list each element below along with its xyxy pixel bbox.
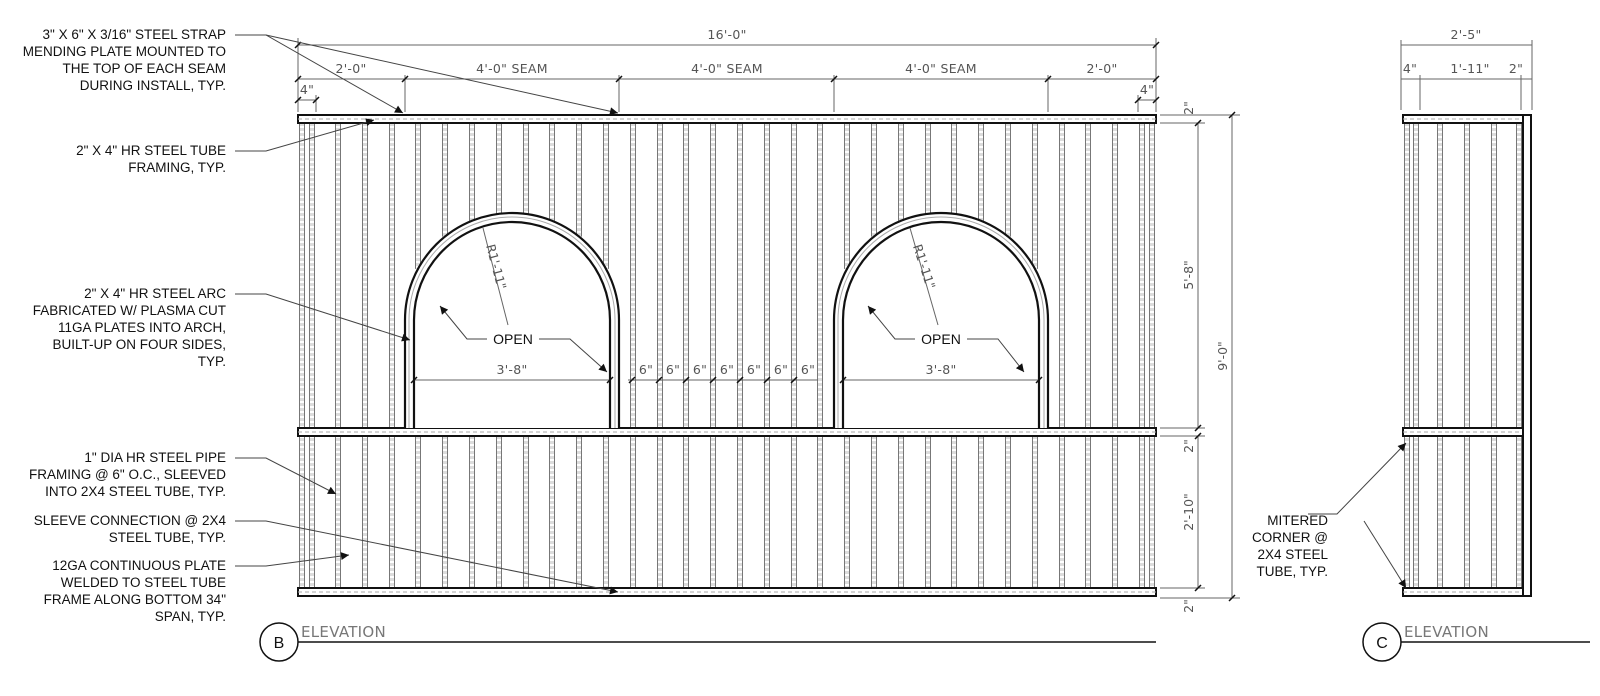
elevation-c-tag: C	[1376, 635, 1388, 652]
elevation-c-title-text: ELEVATION	[1404, 623, 1489, 641]
svg-text:11GA PLATES INTO ARCH,: 11GA PLATES INTO ARCH,	[58, 320, 226, 335]
svg-text:THE TOP OF EACH SEAM: THE TOP OF EACH SEAM	[62, 61, 226, 76]
dim-top-tube: 2"	[1181, 101, 1196, 115]
svg-text:FRAMING @ 6" O.C., SLEEVED: FRAMING @ 6" O.C., SLEEVED	[29, 467, 226, 482]
arch-right-width: 3'-8"	[925, 362, 956, 377]
svg-text:6": 6"	[774, 362, 788, 377]
callout-mitered-corner: MITERED CORNER @ 2X4 STEEL TUBE, TYP.	[1252, 442, 1407, 589]
elevation-c-frame	[1402, 114, 1532, 597]
callout-steel-tube-framing: 2" X 4" HR STEEL TUBE FRAMING, TYP.	[76, 118, 375, 175]
dim-segment-3: 4'-0" SEAM	[691, 61, 763, 76]
elevation-b-title: B ELEVATION	[259, 622, 1156, 662]
svg-text:FRAMING, TYP.: FRAMING, TYP.	[128, 160, 226, 175]
arch-left-open-label: OPEN	[493, 331, 533, 347]
dim-mid-tube: 2"	[1181, 439, 1196, 453]
elevation-c-dimensions	[1400, 40, 1533, 110]
svg-text:FRAME ALONG BOTTOM 34": FRAME ALONG BOTTOM 34"	[44, 592, 227, 607]
dim-segment-5: 2'-0"	[1086, 61, 1117, 76]
svg-text:TUBE, TYP.: TUBE, TYP.	[1256, 564, 1328, 579]
dim-end-offset-left: 4"	[300, 82, 314, 97]
callout-steel-pipe: 1" DIA HR STEEL PIPE FRAMING @ 6" O.C., …	[29, 450, 337, 499]
dim-segment-4: 4'-0" SEAM	[905, 61, 977, 76]
svg-text:6": 6"	[801, 362, 815, 377]
svg-text:SPAN, TYP.: SPAN, TYP.	[155, 609, 226, 624]
svg-text:WELDED TO STEEL TUBE: WELDED TO STEEL TUBE	[61, 575, 226, 590]
elevation-c-dim-3: 2"	[1509, 61, 1523, 76]
steel-pipe-framing	[299, 123, 1155, 588]
elevation-c-title: C ELEVATION	[1362, 622, 1590, 662]
svg-text:FABRICATED W/ PLASMA CUT: FABRICATED W/ PLASMA CUT	[33, 303, 226, 318]
svg-text:MENDING PLATE MOUNTED TO: MENDING PLATE MOUNTED TO	[23, 44, 226, 59]
pipe-spacing-dims: 6" 6" 6" 6" 6" 6" 6"	[639, 362, 815, 377]
svg-text:2" X 4" HR STEEL ARC: 2" X 4" HR STEEL ARC	[84, 286, 226, 301]
arch-left	[403, 211, 621, 428]
svg-text:6": 6"	[666, 362, 680, 377]
callout-continuous-plate: 12GA CONTINUOUS PLATE WELDED TO STEEL TU…	[44, 552, 350, 624]
elevation-b-title-text: ELEVATION	[301, 623, 386, 641]
elevation-c-overall-width: 2'-5"	[1450, 27, 1481, 42]
arch-right	[832, 211, 1050, 428]
open-leaders	[439, 305, 1025, 373]
elevation-c-pipes	[1404, 123, 1522, 588]
elevation-b-dimensions	[294, 38, 1240, 602]
dim-end-offset-right: 4"	[1140, 82, 1154, 97]
dim-segment-1: 2'-0"	[335, 61, 366, 76]
svg-text:6": 6"	[747, 362, 761, 377]
elevation-b-tag: B	[274, 635, 285, 652]
callout-mending-plate: 3" X 6" X 3/16" STEEL STRAP MENDING PLAT…	[23, 27, 619, 116]
dim-upper-panel: 5'-8"	[1181, 260, 1196, 290]
elevation-c-dim-1: 4"	[1403, 61, 1417, 76]
callout-sleeve-connection: SLEEVE CONNECTION @ 2X4 STEEL TUBE, TYP.	[34, 513, 619, 595]
svg-text:STEEL TUBE, TYP.: STEEL TUBE, TYP.	[109, 530, 226, 545]
callout-steel-arc: 2" X 4" HR STEEL ARC FABRICATED W/ PLASM…	[33, 286, 411, 369]
svg-text:1" DIA HR STEEL PIPE: 1" DIA HR STEEL PIPE	[84, 450, 226, 465]
dim-segment-2: 4'-0" SEAM	[476, 61, 548, 76]
svg-text:12GA CONTINUOUS PLATE: 12GA CONTINUOUS PLATE	[52, 558, 226, 573]
svg-text:BUILT-UP ON FOUR SIDES,: BUILT-UP ON FOUR SIDES,	[52, 337, 226, 352]
svg-text:TYP.: TYP.	[198, 354, 226, 369]
dim-lower-panel: 2'-10"	[1181, 493, 1196, 531]
svg-text:MITERED: MITERED	[1267, 513, 1328, 528]
arch-right-open-label: OPEN	[921, 331, 961, 347]
dim-overall-width: 16'-0"	[707, 27, 746, 42]
svg-text:DURING INSTALL, TYP.: DURING INSTALL, TYP.	[80, 78, 226, 93]
dim-bottom-tube: 2"	[1181, 599, 1196, 613]
svg-text:2X4 STEEL: 2X4 STEEL	[1257, 547, 1328, 562]
svg-text:6": 6"	[720, 362, 734, 377]
svg-text:CORNER @: CORNER @	[1252, 530, 1328, 545]
svg-text:3" X 6" X 3/16" STEEL STRAP: 3" X 6" X 3/16" STEEL STRAP	[43, 27, 226, 42]
arch-left-width: 3'-8"	[496, 362, 527, 377]
svg-text:2" X 4" HR STEEL TUBE: 2" X 4" HR STEEL TUBE	[76, 143, 226, 158]
svg-text:6": 6"	[693, 362, 707, 377]
svg-text:SLEEVE CONNECTION @ 2X4: SLEEVE CONNECTION @ 2X4	[34, 513, 227, 528]
svg-text:6": 6"	[639, 362, 653, 377]
elevation-c-dim-2: 1'-11"	[1450, 61, 1489, 76]
elevation-b-frame	[297, 114, 1157, 597]
svg-text:INTO 2X4 STEEL TUBE, TYP.: INTO 2X4 STEEL TUBE, TYP.	[45, 484, 226, 499]
dim-overall-height: 9'-0"	[1215, 341, 1230, 371]
